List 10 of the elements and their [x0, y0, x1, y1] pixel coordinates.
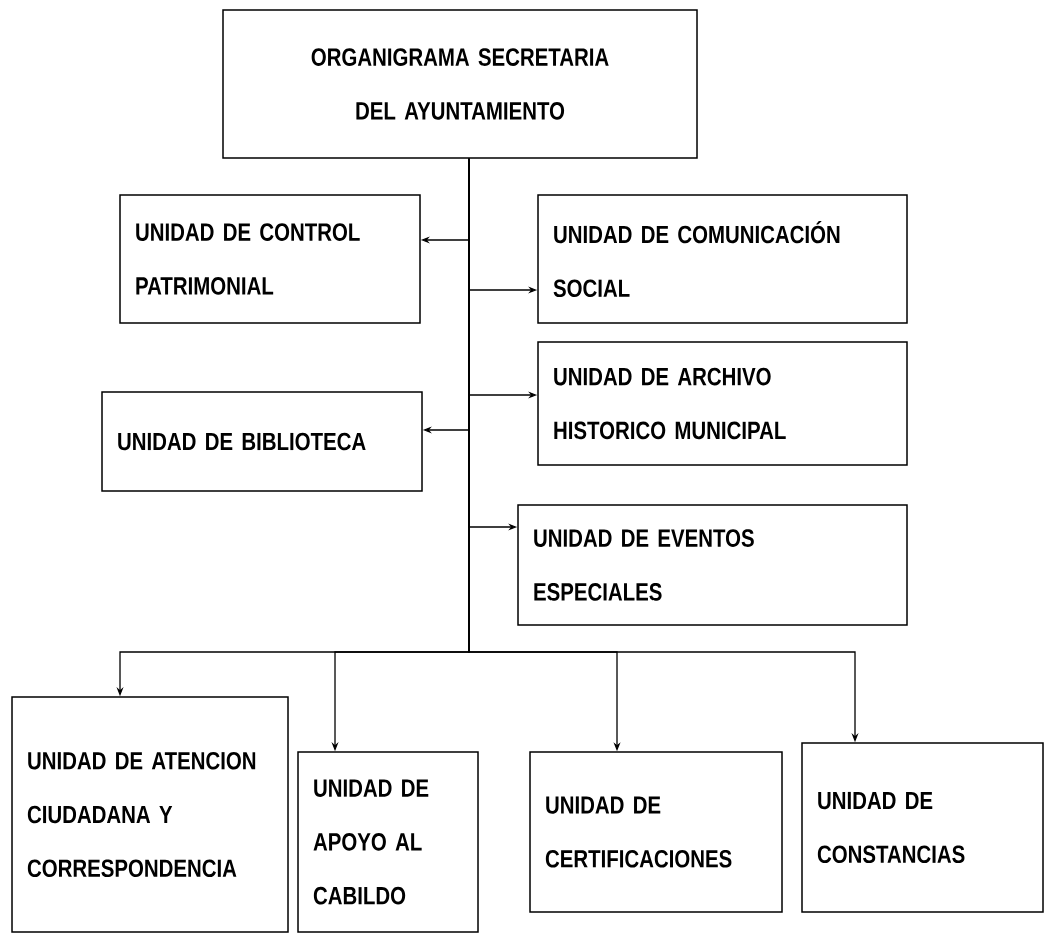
unit-box: UNIDAD DE BIBLIOTECA	[101, 391, 423, 492]
unit-box: UNIDAD DE APOYO AL CABILDO	[297, 751, 479, 933]
unit-box: UNIDAD DE CONSTANCIAS	[801, 742, 1044, 913]
unit-box: UNIDAD DE ATENCION CIUDADANA Y CORRESPONDENCIA	[11, 696, 289, 933]
unit-box: UNIDAD DE ARCHIVO HISTORICO MUNICIPAL	[537, 341, 908, 466]
unit-box: UNIDAD DE CONTROL PATRIMONIAL	[119, 194, 421, 324]
unit-box: UNIDAD DE CERTIFICACIONES	[529, 751, 783, 913]
title-box: ORGANIGRAMA SECRETARIA DEL AYUNTAMIENTO	[222, 9, 698, 159]
unit-box: UNIDAD DE EVENTOS ESPECIALES	[517, 504, 908, 626]
unit-box: UNIDAD DE COMUNICACIÓN SOCIAL	[537, 194, 908, 324]
